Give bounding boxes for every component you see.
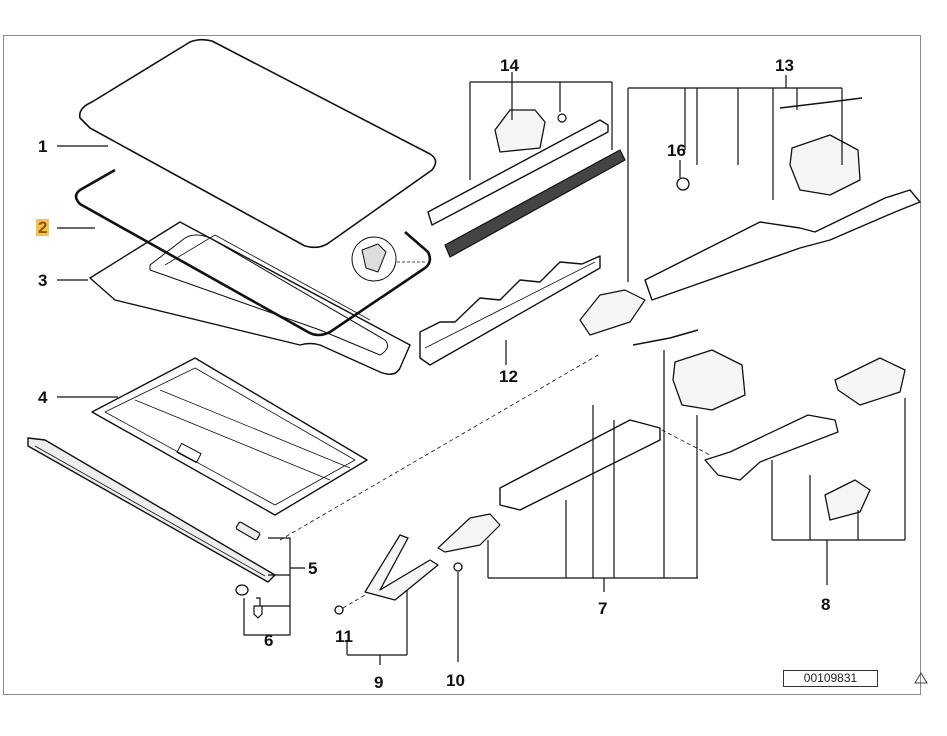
part-glass-panel	[78, 38, 437, 249]
callout-11[interactable]: 11	[335, 627, 353, 646]
document-number: 00109831	[783, 670, 878, 687]
triangle-icon	[914, 672, 928, 684]
part-bolt	[253, 597, 263, 619]
callout-14[interactable]: 14	[500, 56, 519, 75]
callout-6[interactable]: 6	[264, 631, 274, 650]
callout-3[interactable]: 3	[38, 271, 48, 290]
part-slider-block	[494, 109, 546, 153]
part-screw-16	[676, 177, 690, 191]
callout-4[interactable]: 4	[38, 388, 48, 407]
callout-7[interactable]: 7	[598, 599, 608, 618]
callout-8[interactable]: 8	[821, 595, 831, 614]
part-seal-detail	[351, 236, 397, 282]
part-scissor-arm	[364, 534, 439, 601]
callout-5[interactable]: 5	[308, 559, 318, 578]
part-screw-11	[334, 605, 344, 615]
part-lever-plate	[824, 479, 871, 521]
callout-12[interactable]: 12	[499, 367, 518, 386]
diagram-frame	[3, 35, 921, 695]
part-lever	[704, 414, 839, 481]
part-mechanism-bar-lower	[499, 419, 661, 511]
part-wind-deflector	[419, 255, 601, 366]
callout-13[interactable]: 13	[775, 56, 794, 75]
callout-2-highlighted[interactable]: 2	[36, 218, 50, 237]
part-screw-10	[453, 562, 463, 572]
part-rail-cover	[427, 119, 609, 226]
callout-16[interactable]: 16	[667, 141, 686, 160]
part-headliner	[91, 357, 368, 516]
callout-9[interactable]: 9	[374, 673, 384, 692]
part-mechanism-bar-upper	[644, 189, 921, 301]
callout-10[interactable]: 10	[446, 671, 465, 690]
part-guide-rail	[27, 437, 276, 583]
part-drive-block-lower	[672, 349, 746, 411]
part-drive-block-upper	[789, 134, 861, 196]
part-frame	[89, 221, 411, 375]
part-seal	[74, 168, 432, 337]
part-nut	[235, 584, 249, 596]
callout-1[interactable]: 1	[38, 137, 48, 156]
part-lever-bracket	[834, 357, 906, 406]
